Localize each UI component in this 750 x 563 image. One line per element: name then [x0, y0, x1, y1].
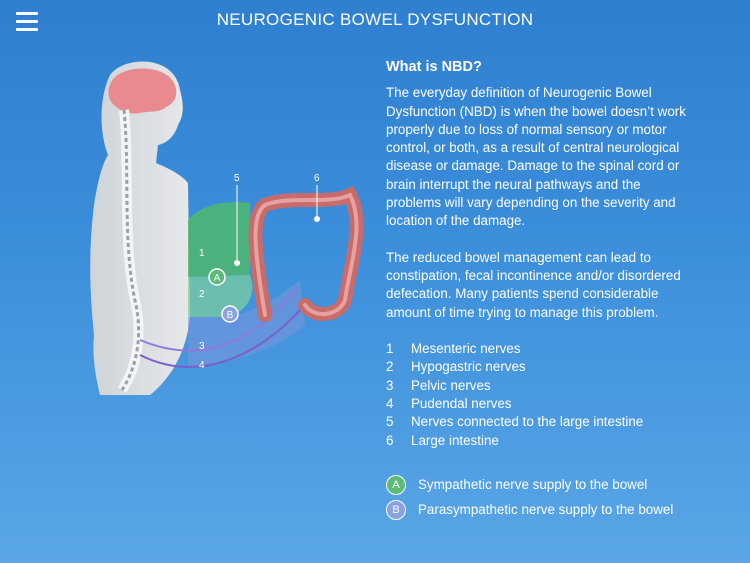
nerve-region-hypogastric — [188, 275, 253, 317]
pudendal-nerve — [139, 304, 306, 368]
label-4: 4 — [199, 360, 205, 371]
nerve-supply-legend: A Sympathetic nerve supply to the bowel … — [386, 475, 686, 521]
nerve-region-mesenteric — [188, 202, 250, 277]
page-title: NEUROGENIC BOWEL DYSFUNCTION — [216, 10, 534, 29]
supply-item-sympathetic: A Sympathetic nerve supply to the bowel — [386, 475, 686, 496]
article-paragraph-2: The reduced bowel management can lead to… — [386, 249, 681, 320]
article: What is NBD? The everyday definition of … — [386, 58, 686, 526]
badge-a: A — [214, 273, 221, 284]
brain-shape — [108, 68, 177, 114]
label-3: 3 — [199, 341, 205, 352]
article-heading: What is NBD? — [386, 59, 482, 75]
body-silhouette — [90, 61, 190, 396]
badge-b: B — [227, 310, 234, 321]
article-paragraph-1: The everyday definition of Neurogenic Bo… — [386, 85, 686, 229]
hamburger-icon[interactable] — [16, 12, 38, 34]
label-1: 1 — [199, 248, 205, 259]
badge-a-icon: A — [386, 475, 406, 496]
label-5: 5 — [234, 173, 240, 184]
supply-item-parasympathetic: B Parasympathetic nerve supply to the bo… — [386, 500, 686, 521]
nerve-region-pelvic — [188, 280, 305, 367]
pelvic-nerve — [139, 289, 296, 352]
label-2: 2 — [199, 289, 205, 300]
large-intestine — [248, 185, 364, 322]
badge-b-icon: B — [386, 500, 406, 521]
anatomy-illustration: 5 6 1 2 3 4 A B — [90, 61, 364, 396]
label-6: 6 — [314, 173, 320, 184]
